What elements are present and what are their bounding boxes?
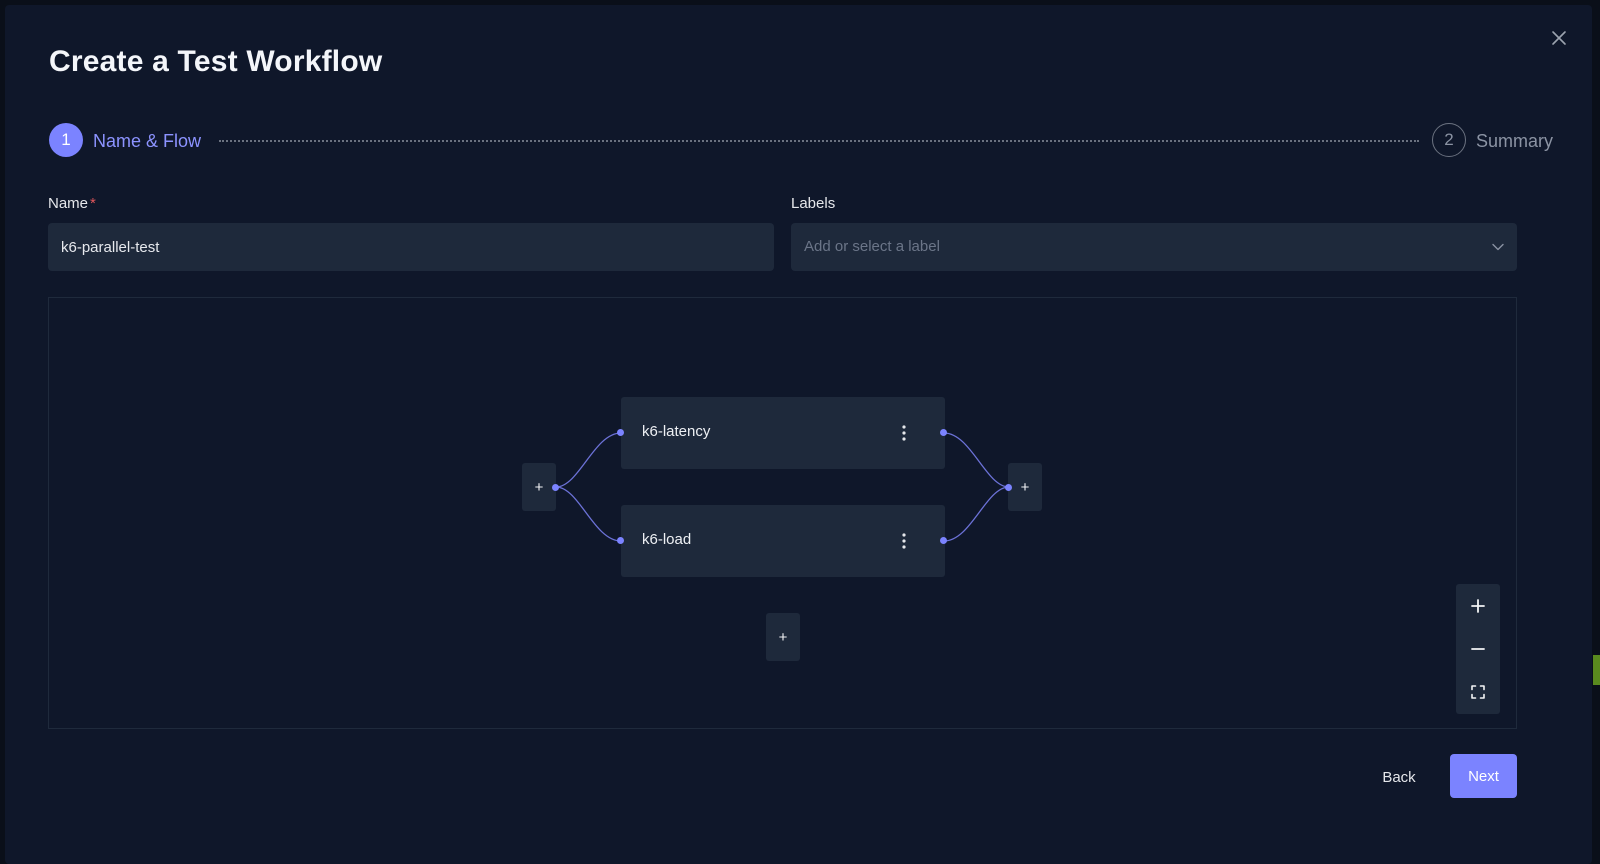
more-vertical-icon[interactable] [895,421,913,445]
close-button[interactable] [1546,25,1572,51]
connector-line [555,486,622,542]
stepper: 1 Name & Flow 2 Summary [49,123,1554,159]
node-handle [1005,484,1012,491]
workflow-node-k6-latency[interactable]: k6-latency [621,397,945,469]
zoom-controls [1456,584,1500,714]
node-handle [940,537,947,544]
name-label-text: Name [48,195,89,212]
more-vertical-icon[interactable] [895,529,913,553]
create-workflow-dialog: Create a Test Workflow 1 Name & Flow 2 S… [5,5,1592,864]
workflow-node-k6-load[interactable]: k6-load [621,505,945,577]
dialog-title: Create a Test Workflow [49,45,383,78]
add-step-before-button[interactable]: + [522,463,556,511]
add-step-after-button[interactable]: + [1008,463,1042,511]
zoom-out-icon [1471,647,1485,650]
node-label: k6-latency [642,423,711,440]
node-handle [617,429,624,436]
close-icon [1552,31,1566,45]
add-parallel-step-button[interactable]: + [766,613,800,661]
next-button[interactable]: Next [1450,754,1517,798]
workflow-canvas[interactable]: + k6-latency k6-load + + [48,297,1517,729]
step-label: Summary [1476,131,1554,151]
fit-view-icon [1471,684,1485,699]
labels-select[interactable]: Add or select a label [791,223,1517,271]
name-input[interactable] [48,223,774,271]
name-label: Name* [48,195,96,212]
stepper-divider [219,140,1419,142]
node-handle [940,429,947,436]
node-handle [617,537,624,544]
step-number: 2 [1432,123,1466,157]
back-button[interactable]: Back [1382,768,1416,786]
node-handle [552,484,559,491]
labels-placeholder: Add or select a label [804,238,940,255]
connector-line [943,432,1010,488]
required-mark: * [90,195,96,212]
labels-label: Labels [791,195,836,212]
step-label: Name & Flow [93,131,202,151]
background-edge-bar [1593,655,1600,685]
node-label: k6-load [642,531,692,548]
zoom-in-button[interactable] [1456,584,1500,627]
zoom-out-button[interactable] [1456,627,1500,670]
zoom-in-icon [1471,598,1485,613]
step-number: 1 [49,123,83,157]
fit-view-button[interactable] [1456,670,1500,713]
chevron-down-icon [1491,240,1505,259]
connector-line [555,432,622,488]
connector-line [943,486,1010,542]
flow-connectors [555,432,1010,542]
